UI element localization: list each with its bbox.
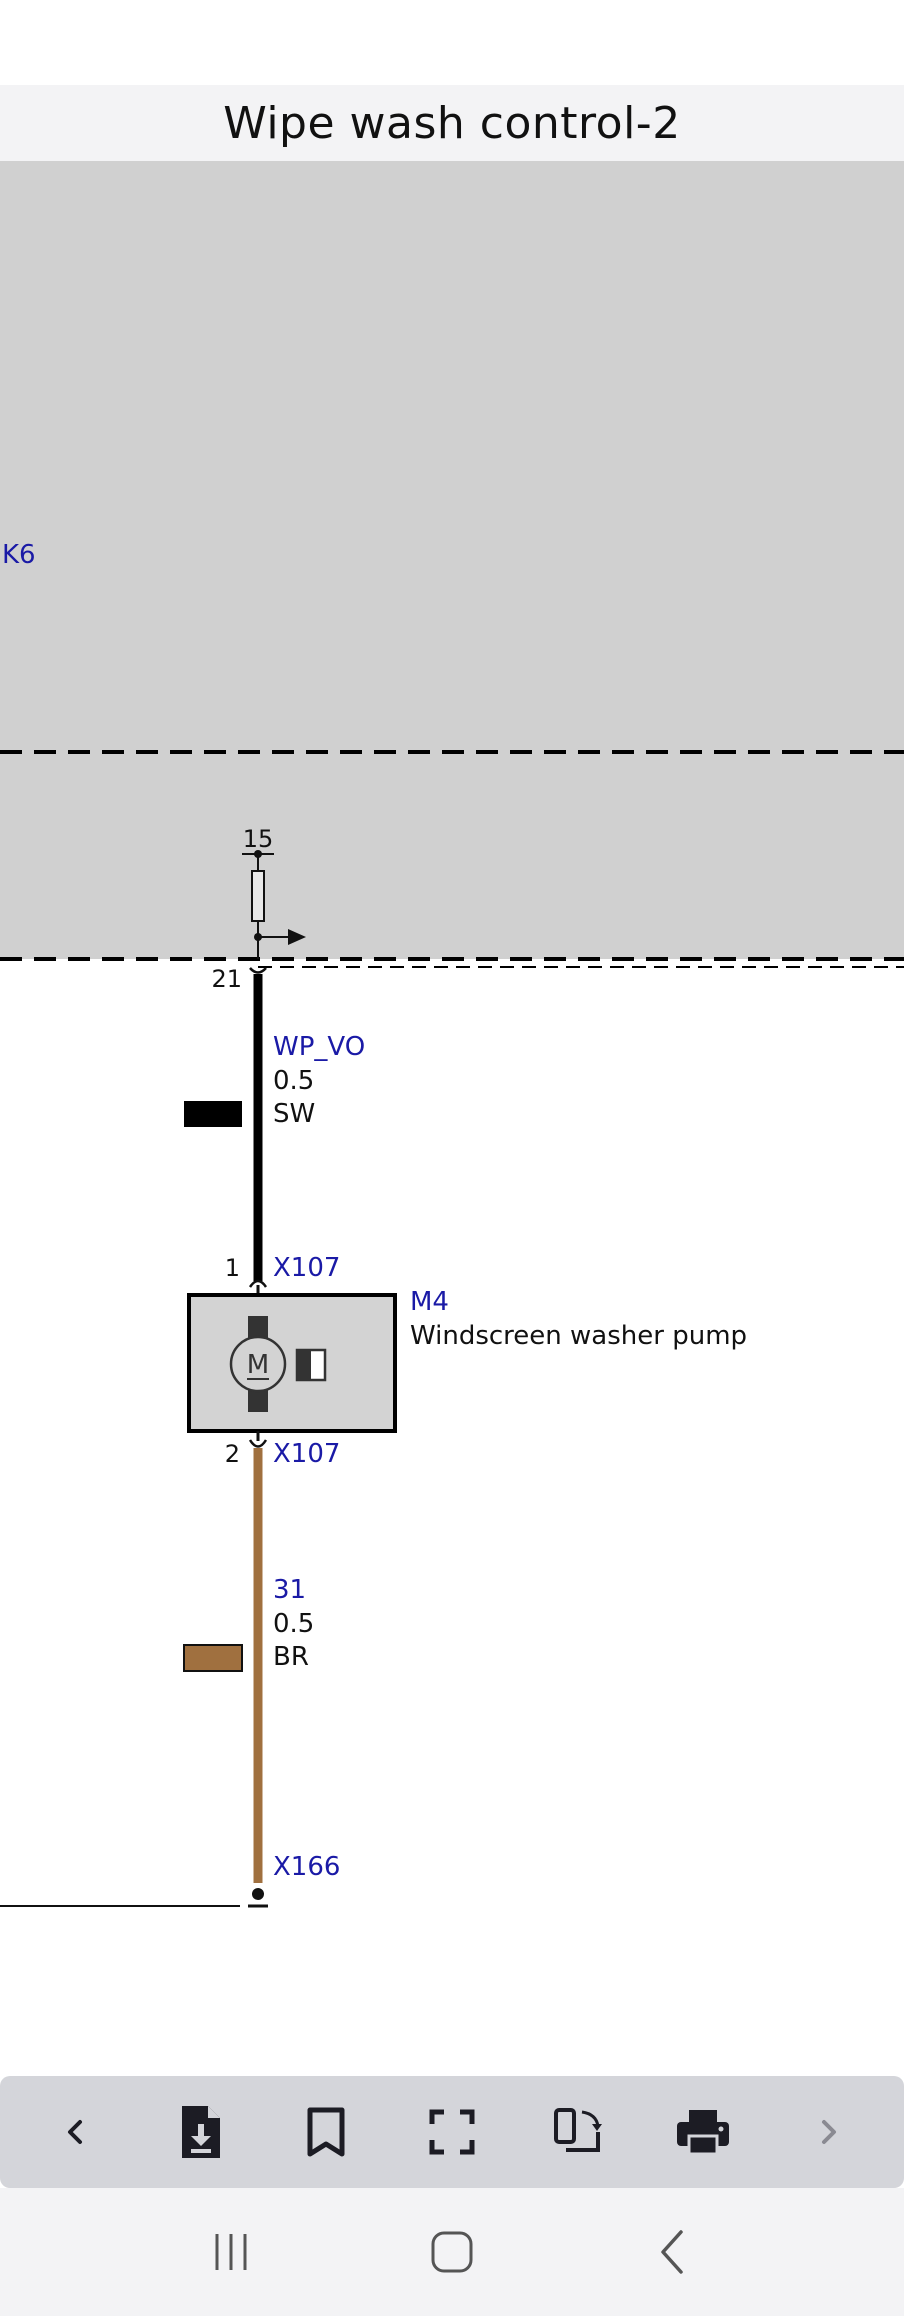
- chevron-right-icon: [821, 2120, 836, 2144]
- connector-bottom-pin: 2: [225, 1440, 240, 1468]
- recent-apps-icon: [215, 2234, 247, 2270]
- bookmark-icon: [307, 2107, 345, 2157]
- rotate-screen-icon: [553, 2108, 602, 2152]
- module-pin-label: 21: [211, 965, 242, 993]
- terminal-15-label: 15: [243, 825, 274, 853]
- control-module-area: [0, 161, 904, 959]
- wire-top-gauge: 0.5: [273, 1066, 314, 1096]
- pin-connector-icon: [249, 967, 267, 974]
- system-navigation-bar: [0, 2188, 904, 2316]
- fullscreen-button[interactable]: [417, 2097, 487, 2167]
- download-button[interactable]: [166, 2097, 236, 2167]
- wire-color-swatch-brown: [183, 1644, 243, 1672]
- page-title: Wipe wash control-2: [223, 97, 681, 149]
- page-header: Wipe wash control-2: [0, 85, 904, 161]
- fullscreen-icon: [429, 2109, 475, 2155]
- back-button[interactable]: [633, 2212, 713, 2292]
- motor-symbol: M: [247, 1350, 269, 1380]
- download-file-icon: [181, 2106, 220, 2158]
- connector-bottom-name: X107: [273, 1439, 340, 1469]
- home-button[interactable]: [412, 2212, 492, 2292]
- recent-apps-button[interactable]: [191, 2212, 271, 2292]
- home-icon: [431, 2231, 473, 2273]
- connector-top-icon: [248, 1279, 268, 1288]
- bookmark-button[interactable]: [291, 2097, 361, 2167]
- wire-color-swatch-black: [184, 1101, 242, 1127]
- ground-point-name: X166: [273, 1852, 340, 1882]
- print-button[interactable]: [668, 2097, 738, 2167]
- wire-bottom-color-code: BR: [273, 1642, 309, 1672]
- connector-top-name: X107: [273, 1253, 340, 1283]
- next-page-button[interactable]: [794, 2097, 864, 2167]
- connector-top-pin: 1: [225, 1254, 240, 1282]
- arrow-right-icon: [288, 929, 306, 945]
- ground-node-dot: [252, 1888, 264, 1900]
- component-id: M4: [410, 1287, 449, 1317]
- viewer-toolbar: [0, 2076, 904, 2188]
- control-module-label: K6: [2, 540, 36, 570]
- printer-icon: [677, 2110, 730, 2156]
- fuse-icon: [251, 870, 265, 922]
- rotate-button[interactable]: [543, 2097, 613, 2167]
- connector-bottom-icon: [248, 1439, 268, 1448]
- back-icon: [661, 2230, 684, 2274]
- wire-bottom-signal: 31: [273, 1575, 306, 1605]
- component-name: Windscreen washer pump: [410, 1321, 747, 1351]
- wiring-diagram: K6 15 21 WP_VO 0.5 SW 1 X107 M: [0, 161, 904, 2076]
- wiring-diagram-canvas: K6 15 21 WP_VO 0.5 SW 1 X107 M: [0, 161, 904, 1908]
- wire-top-color-code: SW: [273, 1099, 315, 1129]
- washer-pump-component: [187, 1293, 397, 1433]
- previous-page-button[interactable]: [40, 2097, 110, 2167]
- motor-icon: [229, 1335, 287, 1393]
- wire-bottom-gauge: 0.5: [273, 1609, 314, 1639]
- status-area: [0, 0, 904, 85]
- wire-top-signal: WP_VO: [273, 1032, 365, 1062]
- chevron-left-icon: [68, 2120, 82, 2144]
